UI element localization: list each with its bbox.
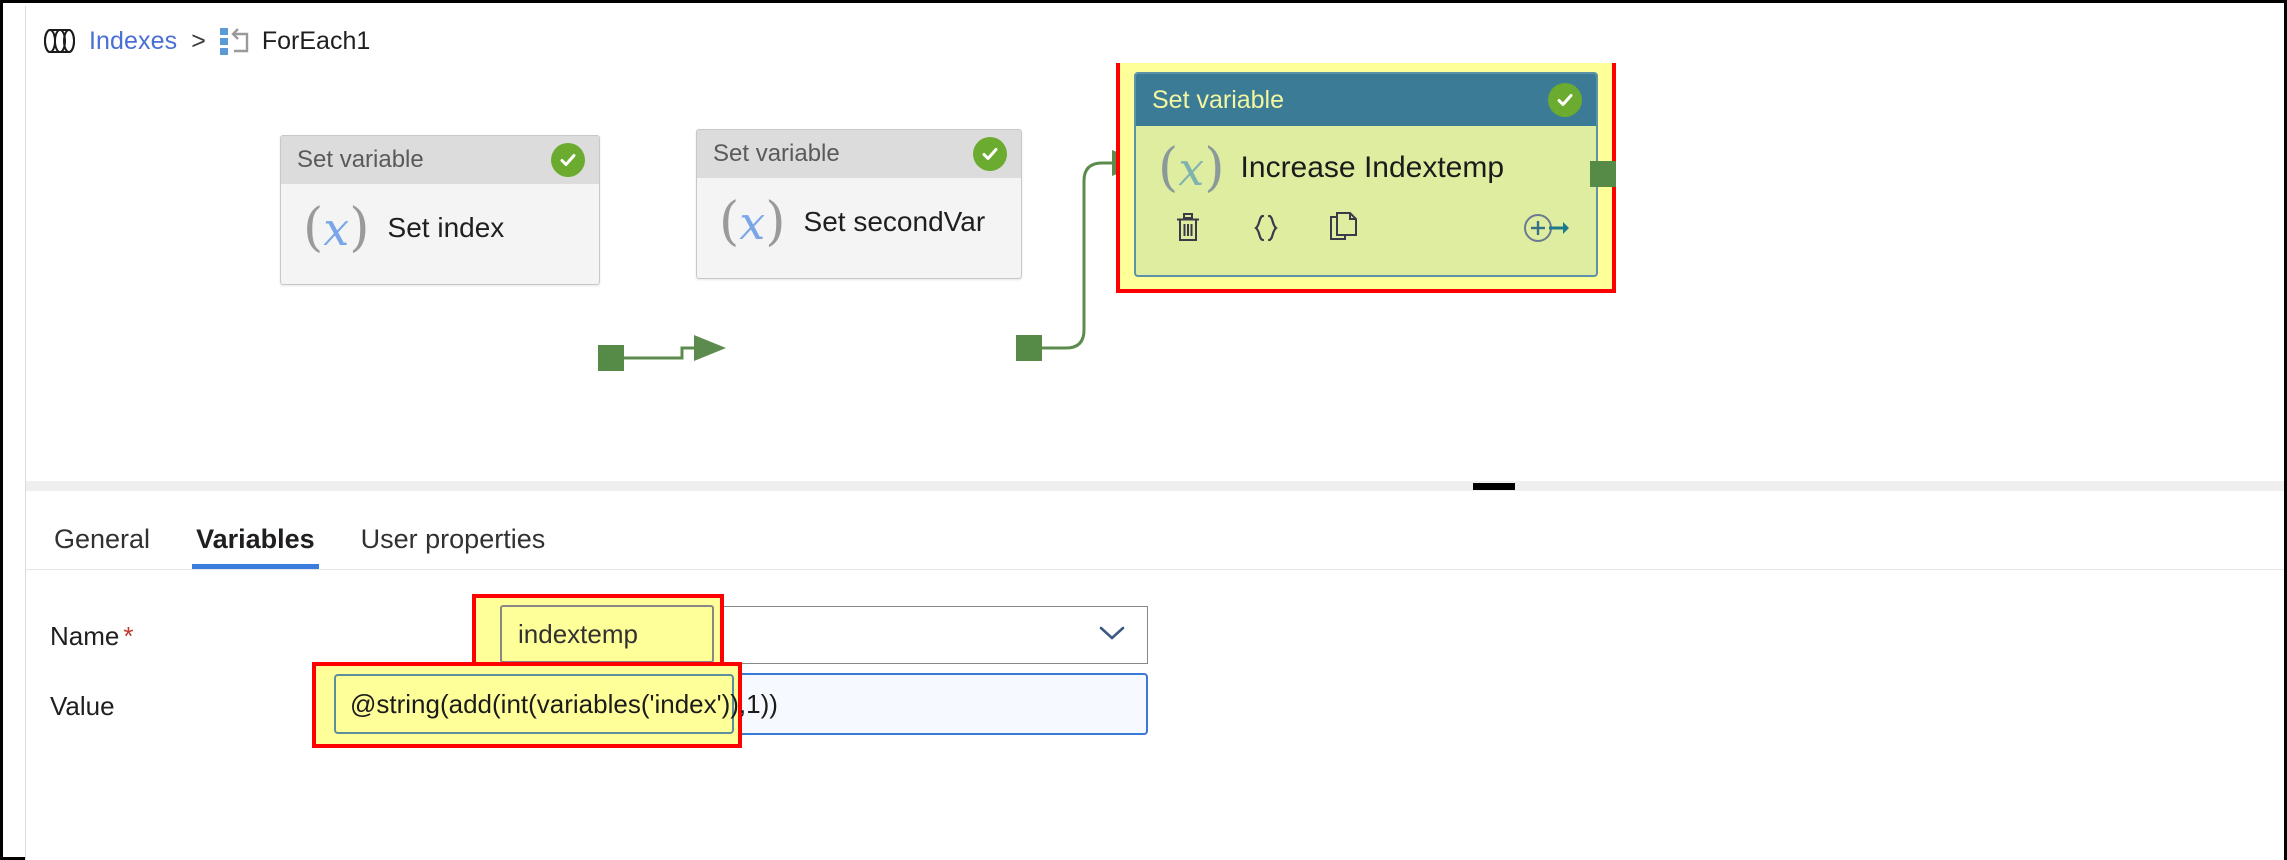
panel-divider[interactable] <box>26 481 2284 491</box>
green-check-icon <box>551 143 585 177</box>
set-variable-icon: (x) <box>719 192 786 252</box>
node-name-label: Set secondVar <box>803 206 986 237</box>
copy-icon[interactable] <box>1320 206 1368 250</box>
activity-node-set-index[interactable]: Set variable (x) Set index <box>280 135 600 285</box>
foreach-icon <box>219 27 250 55</box>
node-header: Set variable <box>1136 74 1596 126</box>
node-type-label: Set variable <box>713 140 840 167</box>
green-check-icon <box>1548 83 1582 117</box>
required-marker: * <box>123 621 134 651</box>
node-body: (x) Increase Indextemp <box>1136 126 1596 194</box>
node-output-handle-1[interactable] <box>598 345 624 371</box>
chevron-down-icon <box>1099 625 1125 646</box>
node-output-handle-3[interactable] <box>1590 161 1616 187</box>
name-label-text: Name <box>50 621 120 651</box>
node-type-label: Set variable <box>297 146 424 173</box>
curly-braces-icon[interactable] <box>1242 206 1290 250</box>
breadcrumb-link-indexes[interactable]: Indexes <box>89 26 178 55</box>
set-variable-icon: (x) <box>1158 138 1225 198</box>
field-row-name: Name* <box>50 621 133 652</box>
node-body: (x) Set index <box>281 184 599 254</box>
name-field-label: Name* <box>50 621 133 652</box>
node-output-handle-2[interactable] <box>1016 335 1042 361</box>
panel-tab-list: General Variables User properties <box>26 491 2284 570</box>
breadcrumb: Indexes > ForEach1 <box>43 21 370 61</box>
node-name-label: Increase Indextemp <box>1240 151 1505 184</box>
value-field-label: Value <box>50 691 115 721</box>
tab-variables[interactable]: Variables <box>192 524 319 569</box>
activity-node-increase-indextemp[interactable]: Set variable (x) Increase Indextemp <box>1134 72 1598 277</box>
tab-general[interactable]: General <box>54 524 151 554</box>
set-variable-icon: (x) <box>303 198 370 258</box>
node-body: (x) Set secondVar <box>697 178 1021 248</box>
value-input[interactable]: @string(add(int(variables('index')),1)) <box>334 674 778 734</box>
name-input[interactable]: indextemp <box>500 605 714 663</box>
breadcrumb-current-foreach1: ForEach1 <box>261 26 371 55</box>
activity-properties-panel: General Variables User properties Name* … <box>26 481 2284 860</box>
pipeline-icon <box>43 28 77 54</box>
node-name-label: Set index <box>387 212 505 243</box>
breadcrumb-separator: > <box>191 26 206 55</box>
field-row-value: Value <box>50 691 115 722</box>
node-header: Set variable <box>697 130 1021 178</box>
green-check-icon <box>973 137 1007 171</box>
pipeline-canvas[interactable]: Set variable (x) Set index Set variable … <box>26 63 2284 482</box>
activity-node-set-secondvar[interactable]: Set variable (x) Set secondVar <box>696 129 1022 279</box>
node-type-label: Set variable <box>1152 85 1285 114</box>
trash-icon[interactable] <box>1164 206 1212 250</box>
node-action-bar <box>1136 194 1596 250</box>
panel-resize-handle[interactable] <box>1473 483 1515 490</box>
tab-user-properties[interactable]: User properties <box>360 524 546 554</box>
left-edge-rule <box>25 6 26 860</box>
node-header: Set variable <box>281 136 599 184</box>
add-arrow-icon[interactable] <box>1522 206 1570 250</box>
